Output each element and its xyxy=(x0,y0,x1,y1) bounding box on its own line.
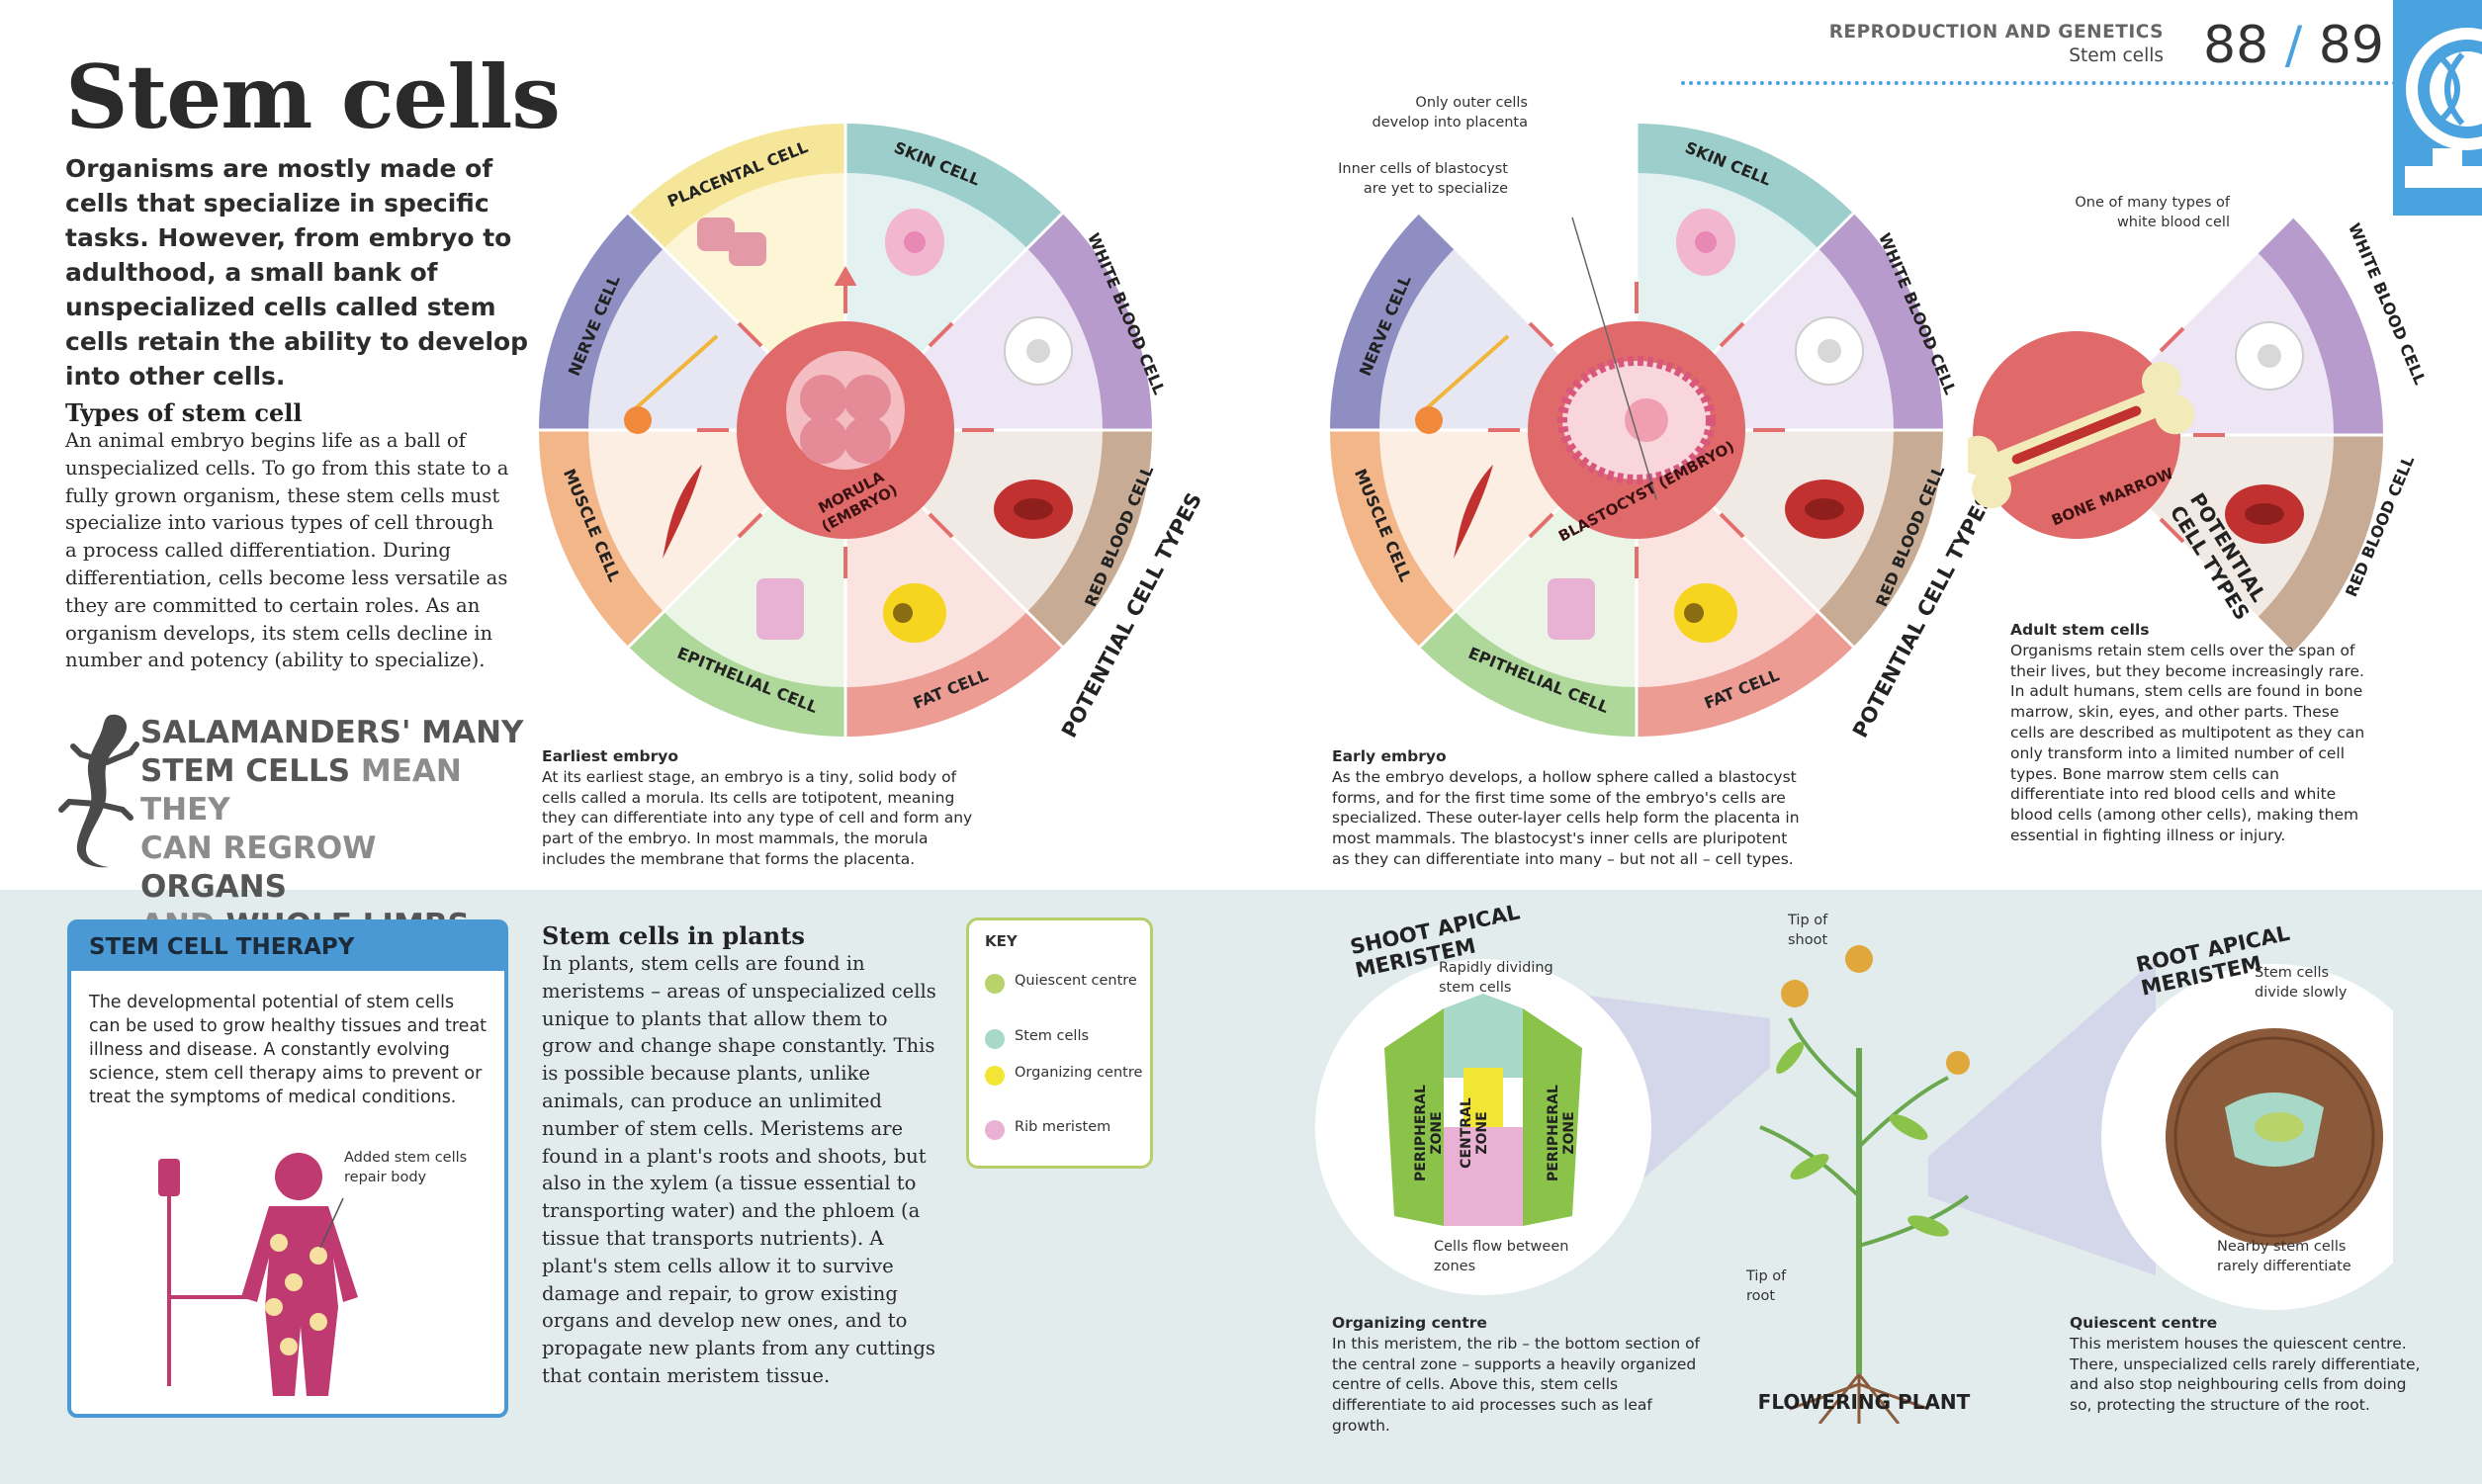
key-label-organizing: Organizing centre xyxy=(1015,1065,1143,1081)
root-anno-top: Stem cells divide slowly xyxy=(2255,965,2348,1001)
dna-tab-icon xyxy=(2393,0,2482,216)
key-item-organizing: Organizing centre xyxy=(985,1064,1142,1086)
shoot-meristem-tissue xyxy=(1384,994,1582,1226)
types-heading: Types of stem cell xyxy=(65,398,303,427)
plants-section: Stem cells in plants In plants, stem cel… xyxy=(542,921,942,1390)
fact-part-4: CAN REGROW xyxy=(140,830,377,866)
adult-caption-body: Organisms retain stem cells over the spa… xyxy=(2010,641,2365,844)
blastocyst-anno-inner: Inner cells of blastocyst are yet to spe… xyxy=(1338,161,1508,197)
morula-caption-body: At its earliest stage, an embryo is a ti… xyxy=(542,767,973,868)
bone-marrow-diagram xyxy=(1968,218,2383,653)
white-blood-cell-anno: One of many types of white blood cell xyxy=(2075,195,2230,230)
fact-part-2: STEM CELLS xyxy=(140,753,351,789)
blastocyst-caption-body: As the embryo develops, a hollow sphere … xyxy=(1332,767,1800,868)
zone-label-left: PERIPHERAL ZONE xyxy=(1413,1085,1445,1181)
section-title: REPRODUCTION AND GENETICS xyxy=(1828,22,2164,43)
morula-caption-title: Earliest embryo xyxy=(542,747,679,765)
types-section: Types of stem cell An animal embryo begi… xyxy=(65,398,510,674)
shoot-caption-body: In this meristem, the rib – the bottom s… xyxy=(1332,1334,1701,1435)
key-label-quiescent: Quiescent centre xyxy=(1015,973,1137,989)
meristem-diagram xyxy=(1315,945,2393,1424)
adult-caption: Adult stem cells Organisms retain stem c… xyxy=(2010,620,2366,846)
key-label-rib: Rib meristem xyxy=(1015,1119,1111,1135)
key-item-stem: Stem cells xyxy=(985,1027,1089,1049)
root-anno-bottom: Nearby stem cells rarely differentiate xyxy=(2217,1239,2351,1274)
stem-cell-therapy-box: STEM CELL THERAPY The developmental pote… xyxy=(67,919,508,1418)
zone-label-center: CENTRAL ZONE xyxy=(1459,1097,1490,1169)
human-body-icon xyxy=(158,1153,358,1396)
page-title: Stem cells xyxy=(65,45,561,148)
zone-label-right: PERIPHERAL ZONE xyxy=(1546,1085,1577,1181)
flowering-plant-label: FLOWERING PLANT xyxy=(1757,1390,1971,1414)
salamander-icon xyxy=(58,714,139,868)
root-caption: Quiescent centre This meristem houses th… xyxy=(2070,1313,2421,1416)
shoot-anno-top: Rapidly dividing stem cells xyxy=(1439,960,1553,996)
tip-root-anno: Tip of root xyxy=(1746,1268,1787,1304)
blastocyst-caption: Early embryo As the embryo develops, a h… xyxy=(1332,746,1807,870)
key-title: KEY xyxy=(985,932,1018,950)
page-numbers: 88 / 89 xyxy=(2203,16,2384,75)
key-label-stem: Stem cells xyxy=(1015,1028,1090,1044)
header-dotted-rule xyxy=(1681,81,2413,85)
page-separator: / xyxy=(2284,16,2303,75)
root-caption-body: This meristem houses the quiescent centr… xyxy=(2070,1334,2421,1415)
flowering-plant-icon xyxy=(1759,945,1970,1424)
intro-paragraph: Organisms are mostly made of cells that … xyxy=(65,154,529,391)
organizing-swatch xyxy=(985,1066,1005,1086)
fact-part-5: ORGANS xyxy=(140,869,287,905)
root-caption-title: Quiescent centre xyxy=(2070,1314,2218,1332)
shoot-anno-bottom: Cells flow between zones xyxy=(1434,1239,1569,1274)
running-header: REPRODUCTION AND GENETICS Stem cells xyxy=(1829,22,2164,66)
fact-part-1: SALAMANDERS' MANY xyxy=(140,715,524,750)
key-item-quiescent: Quiescent centre xyxy=(985,972,1137,994)
plant-key: KEY Quiescent centre Stem cells Organizi… xyxy=(966,917,1153,1169)
page-right: 89 xyxy=(2318,16,2384,75)
therapy-anno: Added stem cells repair body xyxy=(344,1150,468,1185)
shoot-caption: Organizing centre In this meristem, the … xyxy=(1332,1313,1708,1437)
fact-part-3: MEAN THEY xyxy=(140,753,462,828)
wheel-segments xyxy=(539,124,1152,737)
morula-caption: Earliest embryo At its earliest stage, a… xyxy=(542,746,987,870)
plants-heading: Stem cells in plants xyxy=(542,921,805,950)
shoot-caption-title: Organizing centre xyxy=(1332,1314,1487,1332)
therapy-body: The developmental potential of stem cell… xyxy=(89,993,488,1107)
types-body: An animal embryo begins life as a ball o… xyxy=(65,429,509,672)
adult-caption-title: Adult stem cells xyxy=(2010,621,2150,639)
salamander-fact: SALAMANDERS' MANY STEM CELLS MEAN THEY C… xyxy=(140,714,526,945)
key-item-rib: Rib meristem xyxy=(985,1118,1110,1140)
blastocyst-wheel-diagram xyxy=(1330,124,1943,737)
stem-swatch xyxy=(985,1029,1005,1049)
tip-shoot-anno: Tip of shoot xyxy=(1788,913,1828,948)
quiescent-swatch xyxy=(985,974,1005,994)
subsection-title: Stem cells xyxy=(2069,45,2164,66)
therapy-heading: STEM CELL THERAPY xyxy=(71,923,504,971)
blastocyst-caption-title: Early embryo xyxy=(1332,747,1447,765)
plants-body: In plants, stem cells are found in meris… xyxy=(542,952,936,1387)
morula-wheel-diagram xyxy=(539,124,1152,737)
page-left: 88 xyxy=(2203,16,2269,75)
blastocyst-anno-outer: Only outer cells develop into placenta xyxy=(1372,95,1529,131)
rib-swatch xyxy=(985,1120,1005,1140)
